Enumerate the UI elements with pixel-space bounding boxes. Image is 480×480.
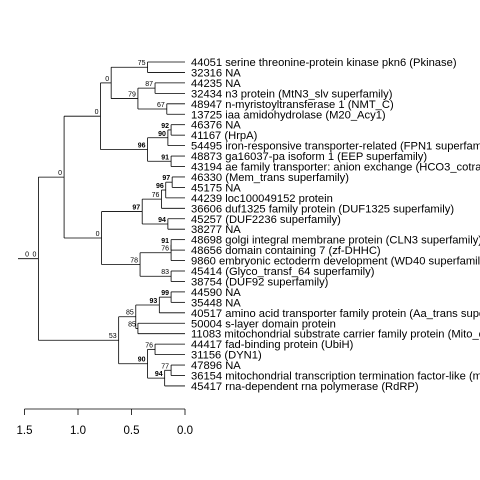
bootstrap-value: 91: [161, 238, 169, 245]
bootstrap-value: 97: [162, 175, 170, 182]
bootstrap-value: 76: [161, 246, 169, 253]
bootstrap-value: 94: [155, 371, 163, 378]
leaf-label: 48947 n-myristoyltransferase 1 (NMT_C): [191, 99, 394, 111]
leaf-label: 46376 NA: [191, 120, 241, 132]
bootstrap-value: 99: [161, 290, 169, 297]
bootstrap-value: 83: [161, 269, 169, 276]
leaf-label: 45414 (Glyco_transf_64 superfamily): [191, 266, 375, 278]
leaf-label: 44051 serine threonine-protein kinase pk…: [191, 57, 457, 69]
leaf-label: 45417 rna-dependent rna polymerase (RdRP…: [191, 381, 419, 393]
leaf-label: 48873 ga16037-pa isoform 1 (EEP superfam…: [191, 151, 427, 163]
bootstrap-value: 85: [128, 321, 136, 328]
leaf-label: 54495 iron-responsive transporter-relate…: [191, 141, 480, 153]
dendrogram-branches: [18, 61, 185, 387]
bootstrap-value: 90: [158, 131, 166, 138]
leaf-labels: 44051 serine threonine-protein kinase pk…: [191, 57, 480, 393]
bootstrap-value: 0: [96, 231, 100, 238]
bootstrap-value: 75: [138, 60, 146, 67]
bootstrap-value: 93: [150, 298, 158, 305]
leaf-label: 46330 (Mem_trans superfamily): [191, 172, 349, 184]
leaf-label: 9860 embryonic ectoderm development (WD4…: [191, 256, 480, 268]
leaf-label: 36606 duf1325 family protein (DUF1325 su…: [191, 203, 454, 215]
bootstrap-value: 0: [105, 76, 109, 83]
leaf-label: 48698 golgi integral membrane protein (C…: [191, 235, 480, 247]
bootstrap-value: 96: [156, 183, 164, 190]
leaf-label: 13725 iaa amidohydrolase (M20_Acy1): [191, 109, 386, 121]
leaf-label: 45175 NA: [191, 182, 241, 194]
leaf-label: 47896 NA: [191, 360, 241, 372]
bootstrap-value: 97: [132, 205, 140, 212]
root-bootstrap-value: 0: [25, 252, 29, 259]
leaf-label: 43194 ae family transporter: anion excha…: [191, 162, 480, 174]
leaf-label: 36154 mitochondrial transcription termin…: [191, 371, 480, 383]
bootstrap-value: 79: [128, 92, 136, 99]
leaf-label: 31156 (DYN1): [191, 350, 262, 362]
bootstrap-value: 0: [33, 252, 37, 259]
leaf-label: 44417 fad-binding protein (UbiH): [191, 339, 354, 351]
leaf-label: 35448 NA: [191, 297, 241, 309]
bootstrap-value: 77: [161, 363, 169, 370]
axis-tick-label: 0.5: [124, 425, 140, 437]
bootstrap-value: 92: [161, 123, 169, 130]
bootstrap-value: 78: [130, 257, 138, 264]
bootstrap-value: 96: [138, 143, 146, 150]
bootstrap-value: 0: [58, 170, 62, 177]
leaf-label: 44239 loc100049152 protein: [191, 193, 333, 205]
bootstrap-value: 87: [145, 81, 153, 88]
leaf-label: 32316 NA: [191, 67, 241, 79]
bootstrap-value: 91: [161, 154, 169, 161]
bootstrap-value: 53: [109, 333, 117, 340]
leaf-label: 38754 (DUF92 superfamily): [191, 276, 329, 288]
axis-tick-label: 1.0: [70, 425, 86, 437]
bootstrap-value: 76: [145, 342, 153, 349]
bootstrap-value: 0: [95, 109, 99, 116]
leaf-label: 38277 NA: [191, 224, 241, 236]
height-axis: 1.5 1.0 0.5 0.0: [17, 408, 193, 437]
leaf-label: 11083 mitochondrial substrate carrier fa…: [191, 329, 480, 341]
leaf-label: 32434 n3 protein (MtN3_slv superfamily): [191, 88, 393, 100]
bootstrap-value: 94: [158, 217, 166, 224]
axis-tick-label: 0.0: [177, 425, 193, 437]
leaf-label: 44590 NA: [191, 287, 241, 299]
bootstrap-value: 85: [126, 310, 134, 317]
axis-tick-label: 1.5: [17, 425, 33, 437]
leaf-label: 44235 NA: [191, 78, 241, 90]
leaf-label: 45257 (DUF2236 superfamily): [191, 214, 341, 226]
leaf-label: 50004 s-layer domain protein: [191, 318, 336, 330]
leaf-label: 41167 (HrpA): [191, 130, 258, 142]
bootstrap-value: 67: [157, 102, 165, 109]
bootstrap-labels: 7587677909290919609796769497917683780099…: [25, 60, 170, 378]
bootstrap-value: 90: [138, 357, 146, 364]
bootstrap-value: 76: [152, 192, 160, 199]
leaf-label: 48656 domain containing 7 (zf-DHHC): [191, 245, 381, 257]
leaf-label: 40517 amino acid transporter family prot…: [191, 308, 480, 320]
